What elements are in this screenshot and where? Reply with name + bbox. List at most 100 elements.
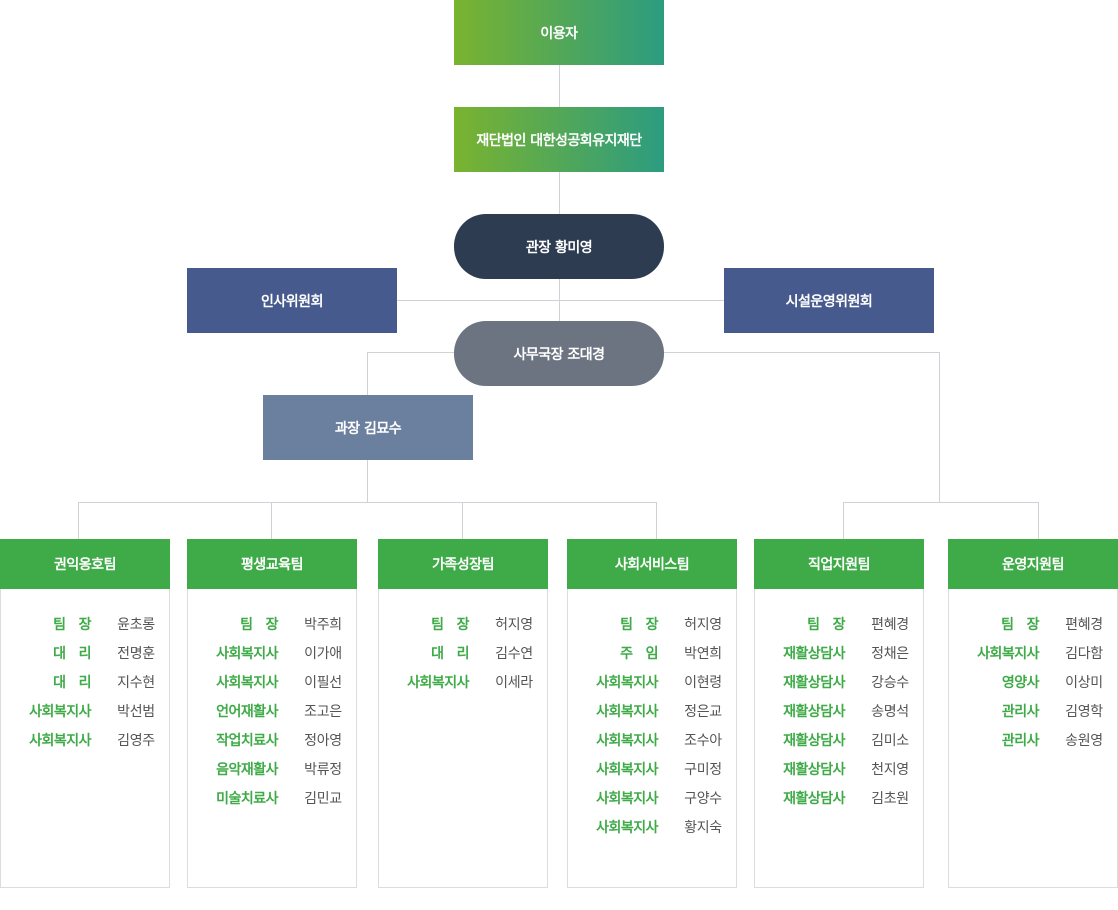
member-role: 사회복지사 bbox=[407, 674, 469, 691]
member-name: 정은교 bbox=[684, 703, 722, 720]
member-name: 박류정 bbox=[304, 761, 342, 778]
member-row: 관리사 김영학 bbox=[949, 696, 1117, 725]
member-role: 음악재활사 bbox=[216, 761, 278, 778]
member-name: 윤초롱 bbox=[117, 616, 155, 633]
member-name: 김영학 bbox=[1065, 703, 1103, 720]
member-role: 사회복지사 bbox=[596, 674, 658, 691]
team-title: 권익옹호팀 bbox=[0, 539, 170, 589]
member-role: 사회복지사 bbox=[216, 645, 278, 662]
secretary-general-node: 사무국장 조대경 bbox=[454, 321, 664, 386]
member-name: 황지숙 bbox=[684, 819, 722, 836]
member-name: 구미정 bbox=[684, 761, 722, 778]
member-row: 사회복지사 이필선 bbox=[188, 667, 356, 696]
connector-line bbox=[656, 502, 657, 539]
member-role: 팀 장 bbox=[431, 616, 469, 633]
member-name: 김미소 bbox=[871, 732, 909, 749]
member-row: 재활상담사 천지영 bbox=[755, 754, 923, 783]
member-role: 재활상담사 bbox=[783, 761, 845, 778]
member-name: 구양수 bbox=[684, 790, 722, 807]
member-name: 조고은 bbox=[304, 703, 342, 720]
team-title: 사회서비스팀 bbox=[567, 539, 737, 589]
member-row: 사회복지사 구미정 bbox=[568, 754, 736, 783]
member-role: 사회복지사 bbox=[596, 703, 658, 720]
member-role: 사회복지사 bbox=[29, 732, 91, 749]
member-row: 사회복지사 구양수 bbox=[568, 783, 736, 812]
member-row: 사회복지사 이세라 bbox=[379, 667, 547, 696]
member-role: 작업치료사 bbox=[216, 732, 278, 749]
member-name: 천지영 bbox=[871, 761, 909, 778]
member-row: 사회복지사 정은교 bbox=[568, 696, 736, 725]
member-role: 팀 장 bbox=[1001, 616, 1039, 633]
director-node: 관장 황미영 bbox=[454, 214, 664, 279]
member-role: 사회복지사 bbox=[216, 674, 278, 691]
member-row: 사회복지사 김영주 bbox=[1, 725, 169, 754]
member-name: 송원영 bbox=[1065, 732, 1103, 749]
member-role: 대 리 bbox=[53, 645, 91, 662]
member-role: 사회복지사 bbox=[596, 790, 658, 807]
member-role: 대 리 bbox=[431, 645, 469, 662]
connector-line bbox=[397, 300, 724, 301]
member-name: 허지영 bbox=[684, 616, 722, 633]
member-role: 언어재활사 bbox=[216, 703, 278, 720]
member-name: 송명석 bbox=[871, 703, 909, 720]
connector-line bbox=[78, 502, 657, 503]
connector-line bbox=[939, 352, 940, 502]
connector-line bbox=[78, 502, 79, 539]
member-name: 김영주 bbox=[117, 732, 155, 749]
member-role: 주 임 bbox=[620, 645, 658, 662]
connector-line bbox=[559, 172, 560, 214]
member-name: 정채은 bbox=[871, 645, 909, 662]
connector-line bbox=[843, 502, 844, 539]
member-name: 지수현 bbox=[117, 674, 155, 691]
connector-line bbox=[367, 460, 368, 502]
connector-line bbox=[559, 65, 560, 107]
member-name: 이현령 bbox=[684, 674, 722, 691]
foundation-node: 재단법인 대한성공회유지재단 bbox=[454, 107, 664, 172]
connector-line bbox=[462, 502, 463, 539]
member-name: 김다함 bbox=[1065, 645, 1103, 662]
connector-line bbox=[664, 352, 940, 353]
member-name: 박선범 bbox=[117, 703, 155, 720]
member-role: 팀 장 bbox=[807, 616, 845, 633]
member-role: 관리사 bbox=[1001, 703, 1040, 720]
team-title: 평생교육팀 bbox=[187, 539, 357, 589]
member-name: 이세라 bbox=[495, 674, 533, 691]
member-role: 사회복지사 bbox=[596, 761, 658, 778]
member-name: 이필선 bbox=[304, 674, 342, 691]
member-name: 허지영 bbox=[495, 616, 533, 633]
member-role: 영양사 bbox=[1001, 674, 1040, 691]
team-title: 운영지원팀 bbox=[948, 539, 1118, 589]
user-node: 이용자 bbox=[454, 0, 664, 65]
member-name: 박연희 bbox=[684, 645, 722, 662]
member-name: 편혜경 bbox=[1065, 616, 1103, 633]
member-role: 사회복지사 bbox=[596, 732, 658, 749]
connector-line bbox=[271, 502, 272, 539]
member-role: 재활상담사 bbox=[783, 732, 845, 749]
member-name: 박주희 bbox=[304, 616, 342, 633]
